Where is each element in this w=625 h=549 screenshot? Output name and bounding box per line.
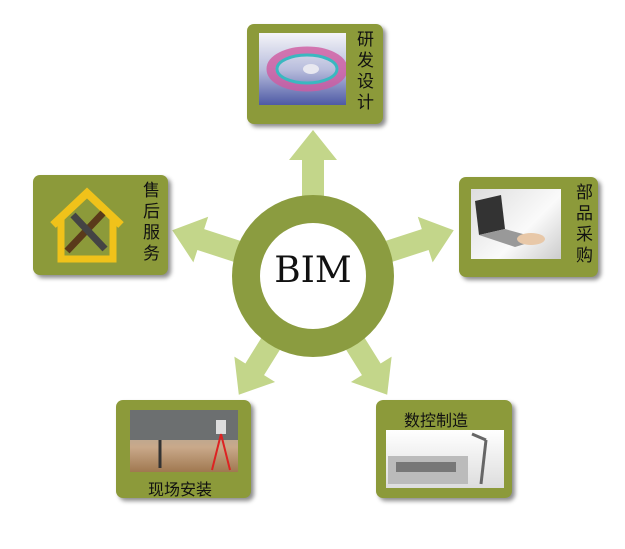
center-hole (260, 223, 366, 329)
node-label: 售后服务 (139, 181, 159, 265)
house-tools-icon (45, 185, 130, 265)
node-label: 现场安装 (148, 480, 213, 499)
node-cnc: 数控制造 (376, 400, 512, 498)
center-label: BIM (274, 250, 352, 291)
node-label: 研发设计 (353, 30, 373, 114)
node-aftersales: 售后服务 (33, 175, 168, 275)
turbine-image (259, 33, 348, 105)
node-installation: 现场安装 (116, 400, 251, 499)
cnc-machine-image (386, 430, 504, 488)
node-label: 部品采购 (572, 183, 592, 267)
laptop-image (471, 189, 561, 259)
node-research: 研发设计 (247, 24, 383, 124)
node-label: 数控制造 (404, 411, 469, 430)
node-procurement: 部品采购 (459, 177, 598, 277)
site-survey-image (130, 410, 238, 472)
